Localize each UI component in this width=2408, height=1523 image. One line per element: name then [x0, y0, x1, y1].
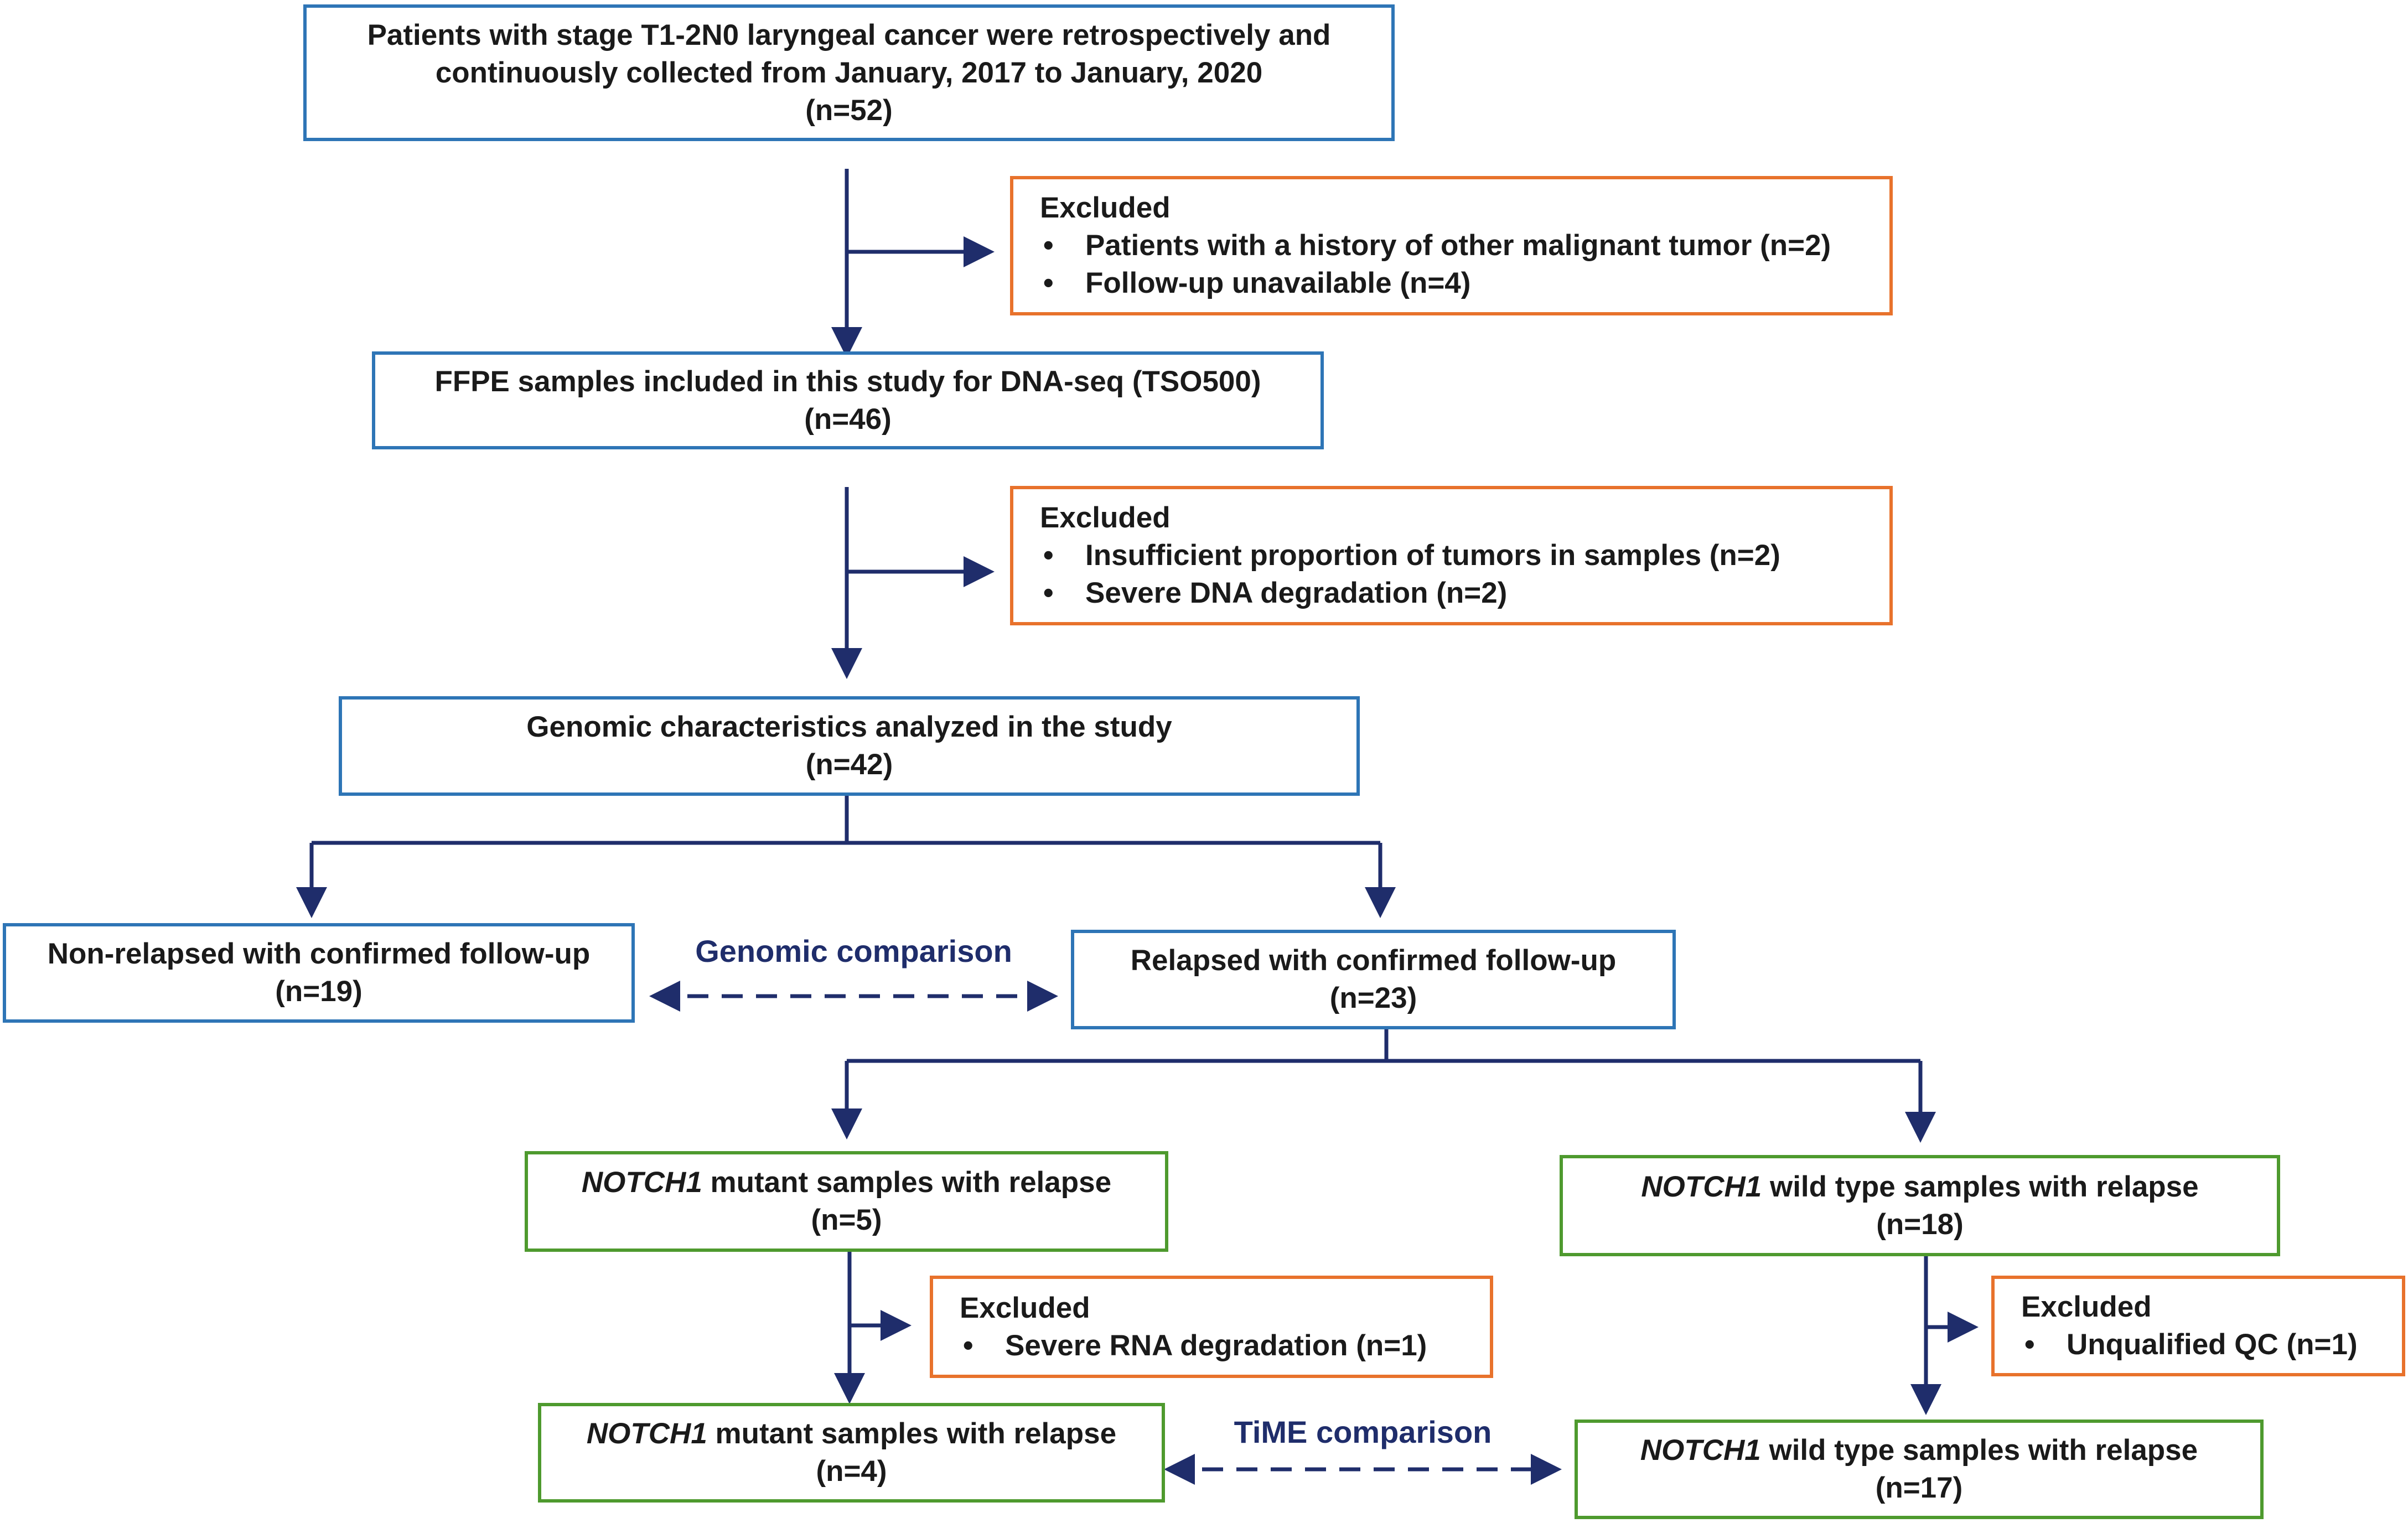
- notch-mutant-final-line-1: NOTCH1 mutant samples with relapse: [587, 1415, 1116, 1453]
- genomic-comparison-label: Genomic comparison: [695, 934, 1012, 968]
- box-notch1-mutant-final: NOTCH1 mutant samples with relapse (n=4): [538, 1403, 1165, 1503]
- excluded-4-item-1: • Unqualified QC (n=1): [2021, 1326, 2358, 1364]
- box-notch1-mutant: NOTCH1 mutant samples with relapse (n=5): [525, 1151, 1168, 1252]
- notch-mutant-gene: NOTCH1: [581, 1166, 702, 1199]
- bullet-icon: •: [1043, 267, 1054, 299]
- notch-wild-desc: wild type samples with relapse: [1762, 1170, 2199, 1203]
- ffpe-line-1: FFPE samples included in this study for …: [434, 365, 1261, 398]
- genomic-line-1: Genomic characteristics analyzed in the …: [526, 711, 1172, 743]
- notch-mutant-count: (n=5): [811, 1204, 882, 1236]
- bullet-icon: •: [2024, 1328, 2035, 1361]
- box-non-relapsed: Non-relapsed with confirmed follow-up (n…: [3, 923, 635, 1023]
- box-patients-collected: Patients with stage T1-2N0 laryngeal can…: [303, 4, 1395, 141]
- box-notch1-wild-type: NOTCH1 wild type samples with relapse (n…: [1560, 1155, 2280, 1256]
- excluded-4-item-1-text: Unqualified QC (n=1): [2067, 1328, 2358, 1361]
- excluded-2-title: Excluded: [1040, 501, 1171, 534]
- notch-mutant-desc: mutant samples with relapse: [702, 1166, 1112, 1199]
- excluded-2-item-1: • Insufficient proportion of tumors in s…: [1040, 537, 1780, 574]
- excluded-2-item-1-text: Insufficient proportion of tumors in sam…: [1085, 539, 1780, 572]
- box-notch1-wild-type-final: NOTCH1 wild type samples with relapse (n…: [1575, 1420, 2264, 1519]
- relapsed-count: (n=23): [1329, 982, 1417, 1014]
- notch-wild-final-count: (n=17): [1875, 1472, 1963, 1504]
- box-excluded-1: Excluded • Patients with a history of ot…: [1010, 176, 1893, 315]
- non-relapsed-line-1: Non-relapsed with confirmed follow-up: [47, 937, 591, 970]
- notch-mutant-final-count: (n=4): [816, 1455, 887, 1488]
- excluded-2-item-2: • Severe DNA degradation (n=2): [1040, 574, 1507, 612]
- excluded-3-item-1-text: Severe RNA degradation (n=1): [1005, 1329, 1427, 1362]
- bullet-icon: •: [1043, 577, 1054, 609]
- notch-wild-final-gene: NOTCH1: [1640, 1434, 1761, 1467]
- notch-wild-final-desc: wild type samples with relapse: [1760, 1434, 2198, 1467]
- excluded-1-item-1: • Patients with a history of other malig…: [1040, 227, 1831, 265]
- notch-mutant-line-1: NOTCH1 mutant samples with relapse: [582, 1164, 1111, 1201]
- collected-line-1: Patients with stage T1-2N0 laryngeal can…: [367, 18, 1331, 51]
- excluded-1-item-1-text: Patients with a history of other maligna…: [1085, 229, 1831, 262]
- notch-wild-count: (n=18): [1876, 1208, 1964, 1241]
- notch-mutant-final-gene: NOTCH1: [586, 1417, 707, 1450]
- box-excluded-4: Excluded • Unqualified QC (n=1): [1991, 1276, 2405, 1376]
- notch-wild-gene: NOTCH1: [1641, 1170, 1762, 1203]
- bullet-icon: •: [1043, 539, 1054, 572]
- relapsed-line-1: Relapsed with confirmed follow-up: [1130, 944, 1617, 977]
- ffpe-count: (n=46): [804, 402, 892, 436]
- box-excluded-3: Excluded • Severe RNA degradation (n=1): [930, 1276, 1493, 1378]
- bullet-icon: •: [963, 1329, 973, 1362]
- excluded-3-item-1: • Severe RNA degradation (n=1): [960, 1327, 1427, 1365]
- non-relapsed-count: (n=19): [275, 975, 363, 1008]
- box-ffpe-samples: FFPE samples included in this study for …: [372, 351, 1324, 449]
- time-comparison-label: TiME comparison: [1234, 1415, 1492, 1449]
- excluded-1-item-2-text: Follow-up unavailable (n=4): [1085, 267, 1471, 299]
- genomic-count: (n=42): [805, 748, 893, 781]
- excluded-2-item-2-text: Severe DNA degradation (n=2): [1085, 577, 1508, 609]
- collected-count: (n=52): [805, 94, 893, 127]
- collected-line-2: continuously collected from January, 201…: [435, 56, 1263, 89]
- box-genomic-characteristics: Genomic characteristics analyzed in the …: [339, 696, 1360, 796]
- notch-wild-line-1: NOTCH1 wild type samples with relapse: [1641, 1168, 2198, 1206]
- notch-wild-final-line-1: NOTCH1 wild type samples with relapse: [1640, 1432, 2198, 1469]
- box-relapsed: Relapsed with confirmed follow-up (n=23): [1071, 930, 1676, 1029]
- bullet-icon: •: [1043, 229, 1054, 262]
- box-excluded-2: Excluded • Insufficient proportion of tu…: [1010, 486, 1893, 625]
- notch-mutant-final-desc: mutant samples with relapse: [707, 1417, 1117, 1450]
- excluded-3-title: Excluded: [960, 1291, 1090, 1324]
- excluded-1-title: Excluded: [1040, 191, 1171, 224]
- excluded-1-item-2: • Follow-up unavailable (n=4): [1040, 265, 1470, 302]
- excluded-4-title: Excluded: [2021, 1291, 2152, 1323]
